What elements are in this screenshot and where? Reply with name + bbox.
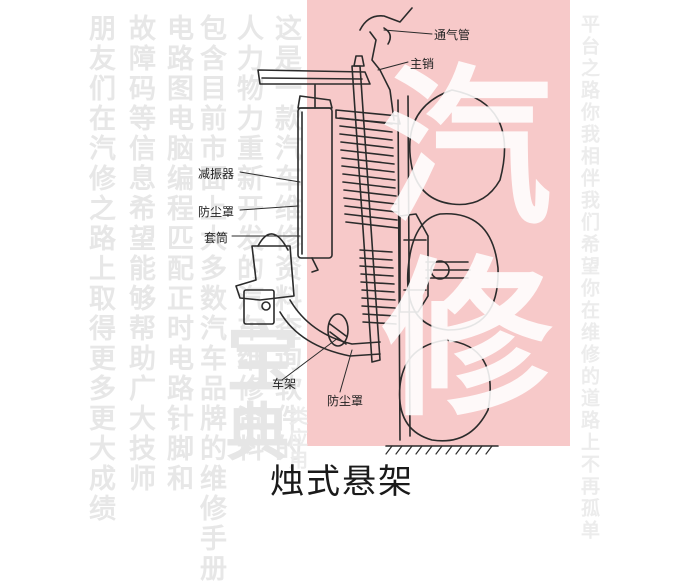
watermark-overlay-char: 修	[382, 242, 553, 440]
watermark-column: 类应用	[286, 406, 308, 472]
wheel	[397, 89, 506, 442]
watermark-column: 电路图电脑编程匹配正时电路针脚和	[162, 14, 193, 494]
watermark-char: 典	[226, 396, 289, 469]
diagram-stage: 朋友们在汽修之路上取得更多更大成绩 故障码等信息希望能够帮助广大技师 电路图电脑…	[84, 0, 600, 584]
frame-top-bar-inner	[261, 77, 363, 80]
watermark-column: 包含目前市面上大多数汽车品牌的维修手册	[195, 14, 226, 584]
frame-top-bar	[257, 69, 371, 85]
coil-spring	[339, 117, 399, 229]
dust-cover-ball	[327, 313, 349, 347]
label-dust-cover-upper: 防尘罩	[198, 205, 235, 219]
vent-pipe	[359, 7, 413, 31]
leader-lines	[231, 29, 433, 393]
frame-lower	[279, 311, 381, 357]
watermark-column: 故障码等信息希望能够帮助广大技师	[124, 14, 155, 494]
figure-caption: 烛式悬架	[270, 462, 414, 502]
shock-absorber	[297, 107, 333, 259]
label-kingpin: 主销	[410, 57, 435, 71]
watermark-column: 人力物力重新开发的汽车维修资料	[232, 14, 263, 464]
label-shock-absorber: 减振器	[198, 167, 235, 181]
watermark-overlay-char: 汽	[382, 50, 553, 248]
watermark-column: 朋友们在汽修之路上取得更多更大成绩	[84, 14, 115, 524]
kingpin	[351, 65, 381, 363]
label-dust-cover-lower: 防尘罩	[327, 394, 364, 408]
watermark-column: 这是一款汽车维修资料查询软件的	[270, 14, 301, 464]
label-vent-pipe: 通气管	[434, 28, 471, 42]
vent-pipe-body	[369, 31, 395, 121]
suspension-drawing	[231, 7, 506, 455]
frame-bracket	[235, 245, 295, 301]
watermark-char: 宝	[226, 316, 300, 402]
watermark-column: 平台之路你我相伴我们希望你在维修的道路上不再孤单	[578, 14, 600, 542]
label-frame: 车架	[272, 377, 297, 391]
lower-bellows	[359, 249, 397, 325]
label-sleeve: 套筒	[204, 231, 229, 245]
